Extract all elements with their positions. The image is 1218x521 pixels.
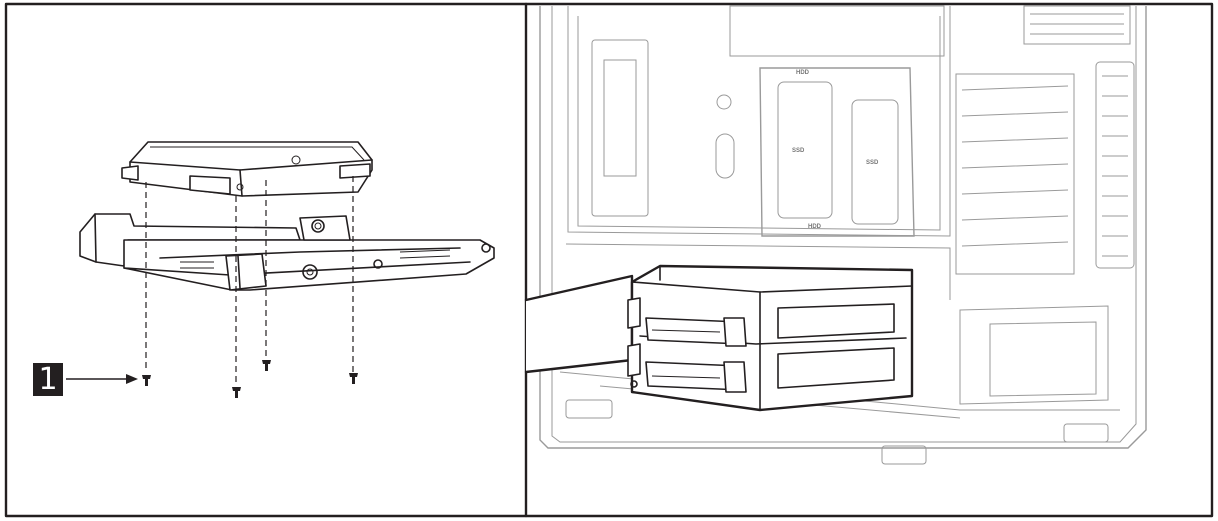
hdd-label-bottom: HDD <box>808 224 822 230</box>
drive-caddy <box>79 213 495 291</box>
screw-icon <box>349 373 358 384</box>
screw-icon <box>142 375 151 386</box>
rear-expansion-slots <box>955 5 1135 275</box>
left-panel-exploded-view <box>66 141 495 398</box>
arrow-icon <box>66 374 138 384</box>
figure-border <box>4 2 1214 518</box>
drive-2-5-inch <box>121 141 373 197</box>
ssd-label-left: SSD <box>792 148 805 154</box>
screw-icon <box>232 387 241 398</box>
hdd-label-top: HDD <box>796 70 810 76</box>
zoom-callout-wedge <box>524 274 634 374</box>
ssd-label-right: SSD <box>866 160 879 166</box>
screw-icon <box>262 360 271 371</box>
drive-cage <box>627 264 914 412</box>
step-number-badge: 1 <box>33 363 63 396</box>
drive-mounting-plate: HDD SSD SSD HDD <box>759 67 915 237</box>
right-panel-case-view: HDD SSD SSD HDD <box>524 5 1147 465</box>
